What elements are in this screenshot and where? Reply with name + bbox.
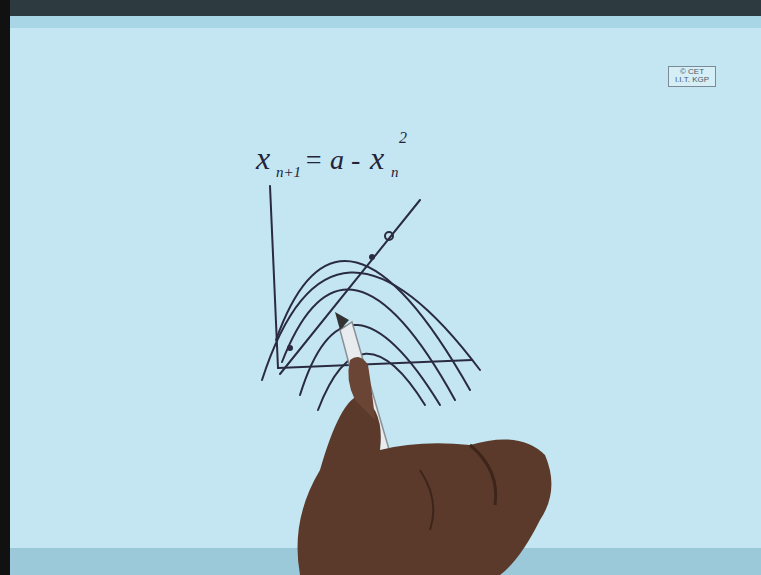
equation-text: x — [370, 142, 384, 174]
equation-text: n — [391, 165, 399, 180]
watermark-text: © CET I.I.T. KGP — [672, 68, 712, 85]
hand-with-pen — [298, 312, 552, 575]
equation-text: = a - — [304, 146, 360, 174]
equation-text: n+1 — [276, 165, 301, 180]
equation-text: 2 — [399, 130, 407, 146]
watermark-box: © CET I.I.T. KGP — [668, 66, 716, 87]
equation-text: x — [256, 142, 270, 174]
